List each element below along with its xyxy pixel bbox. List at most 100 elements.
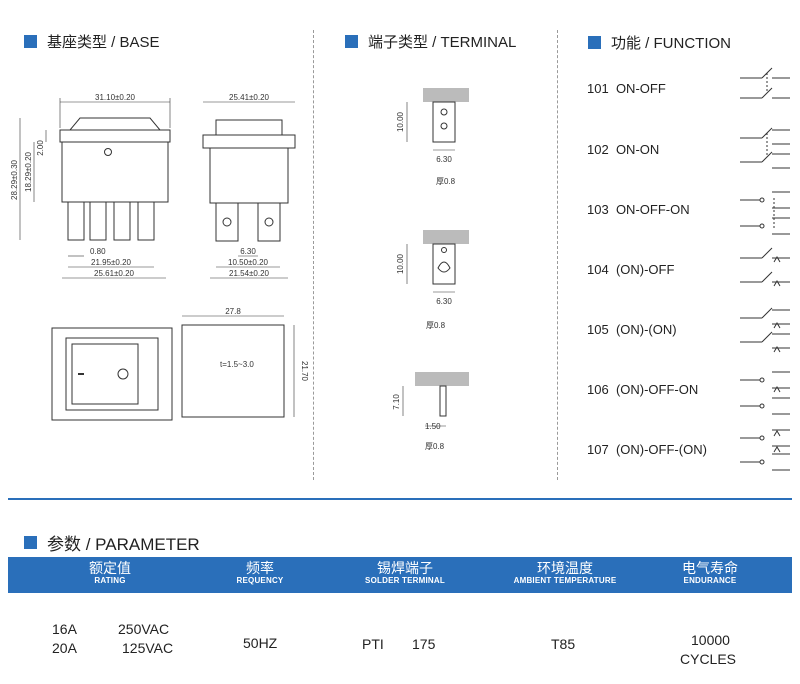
rating-current: 16A xyxy=(52,621,77,637)
front-rocker-cap xyxy=(69,117,161,131)
base-section-title: 基座类型 / BASE xyxy=(47,34,160,51)
function-code: 104 xyxy=(587,262,609,277)
function-code: 102 xyxy=(587,142,609,157)
endurance-unit: CYCLES xyxy=(680,651,737,667)
side-terminal-hole xyxy=(222,217,232,227)
header-solder-terminal: 锡焊端子 SOLDER TERMINAL xyxy=(340,561,470,585)
function-code: 107 xyxy=(587,442,609,457)
circuit-105-icon xyxy=(740,307,790,353)
header-zh: 电气寿命 xyxy=(682,560,738,576)
header-en: SOLDER TERMINAL xyxy=(365,576,445,585)
terminal-1-width: 6.30 xyxy=(436,155,452,164)
header-endurance: 电气寿命 ENDURANCE xyxy=(650,561,770,585)
base-drawing: 31.10±0.20 25.41±0.20 28.29±0.30 18.29±0… xyxy=(10,93,309,421)
circuit-symbols xyxy=(740,67,790,471)
switch-indicator xyxy=(117,368,129,380)
function-item: 106 (ON)-OFF-ON xyxy=(587,382,698,397)
header-ambient: 环境温度 AMBIENT TEMPERATURE xyxy=(495,561,635,585)
function-name: (ON)-OFF xyxy=(615,262,675,277)
front-rocker-top xyxy=(59,129,171,143)
terminal-3-height: 7.10 xyxy=(392,394,401,410)
side-rocker xyxy=(215,119,283,135)
circuit-104-icon xyxy=(740,247,790,287)
side-body xyxy=(209,147,289,204)
circuit-101-icon xyxy=(740,67,790,99)
front-terminal xyxy=(137,201,155,241)
dim-overall-height: 28.29±0.30 xyxy=(10,159,19,200)
function-section-title: 功能 / FUNCTION xyxy=(611,35,731,52)
terminal-2-width: 6.30 xyxy=(436,297,452,306)
function-code: 103 xyxy=(587,202,609,217)
terminal-2-height: 10.00 xyxy=(396,253,405,274)
rating-voltage: 125VAC xyxy=(122,640,174,656)
panel-cutout xyxy=(181,324,285,418)
terminal-1-thickness: 厚0.8 xyxy=(436,177,456,186)
function-name: (ON)-(ON) xyxy=(615,322,677,337)
dim-front-width: 31.10±0.20 xyxy=(95,93,136,102)
function-name: (ON)-OFF-ON xyxy=(615,382,699,397)
dim-front-w3: 25.61±0.20 xyxy=(94,269,135,278)
endurance-value: 10000 xyxy=(691,632,730,648)
function-item: 105 (ON)-(ON) xyxy=(587,322,677,337)
terminal-hole xyxy=(441,247,447,253)
header-en: REQUENCY xyxy=(236,576,284,585)
base-section-header: 基座类型 / BASE xyxy=(24,31,160,52)
section-marker xyxy=(24,536,37,549)
terminal-slot xyxy=(437,261,451,273)
function-item: 103 ON-OFF-ON xyxy=(587,202,690,217)
function-item: 107 (ON)-OFF-(ON) xyxy=(587,442,707,457)
parameter-section-header: 参数 / PARAMETER xyxy=(24,530,200,555)
section-marker xyxy=(588,36,601,49)
function-section-header: 功能 / FUNCTION xyxy=(588,32,731,53)
header-zh: 频率 xyxy=(246,560,274,576)
terminal-1: 10.00 6.30 厚0.8 xyxy=(396,88,469,186)
terminal-3-thickness: 厚0.8 xyxy=(425,442,445,451)
parameter-section-title: 参数 / PARAMETER xyxy=(47,535,200,554)
solder-terminal-value: 175 xyxy=(412,636,436,652)
switch-face-outer xyxy=(51,327,173,421)
terminal-1-height: 10.00 xyxy=(396,111,405,132)
switch-rocker-face xyxy=(71,343,139,405)
circuit-102-icon xyxy=(740,127,790,169)
parameter-table-header xyxy=(8,557,792,593)
circuit-103-icon xyxy=(740,191,790,235)
dim-gap: 0.80 xyxy=(90,247,106,256)
terminal-drawing: 10.00 6.30 厚0.8 10.00 6.30 厚0.8 7.10 1.5… xyxy=(392,88,469,451)
terminal-blade xyxy=(432,243,456,285)
dim-cutout-height: 21.70 xyxy=(300,361,309,382)
dim-flange: 2.00 xyxy=(36,140,45,156)
dim-term-width: 6.30 xyxy=(240,247,256,256)
terminal-pin xyxy=(439,385,447,417)
section-divider xyxy=(557,30,558,480)
terminal-base xyxy=(423,88,469,102)
dim-side-width: 25.41±0.20 xyxy=(229,93,270,102)
header-en: RATING xyxy=(94,576,126,585)
dim-front-w2: 21.95±0.20 xyxy=(91,258,132,267)
horizontal-rule xyxy=(8,498,792,500)
function-code: 101 xyxy=(587,81,609,96)
terminal-2-thickness: 厚0.8 xyxy=(426,321,446,330)
terminal-hole xyxy=(440,108,448,116)
frequency-value: 50HZ xyxy=(243,635,278,651)
rating-voltage: 250VAC xyxy=(118,621,170,637)
side-terminal xyxy=(215,202,239,242)
terminal-hole xyxy=(440,122,448,130)
header-zh: 额定值 xyxy=(89,560,131,576)
function-name: ON-OFF-ON xyxy=(615,202,690,217)
function-name: (ON)-OFF-(ON) xyxy=(615,442,707,457)
section-marker xyxy=(24,35,37,48)
function-code: 106 xyxy=(587,382,609,397)
dim-cutout-width: 27.8 xyxy=(225,307,241,316)
front-body xyxy=(61,141,169,203)
dim-body-height: 18.29±0.20 xyxy=(24,151,33,192)
function-item: 101 ON-OFF xyxy=(587,81,666,96)
section-divider xyxy=(313,30,314,480)
header-en: ENDURANCE xyxy=(683,576,737,585)
side-terminal xyxy=(257,202,281,242)
function-item: 102 ON-ON xyxy=(587,142,659,157)
function-name: ON-ON xyxy=(615,142,660,157)
terminal-base xyxy=(415,372,469,386)
terminal-2: 10.00 6.30 厚0.8 xyxy=(396,230,469,330)
side-terminal-hole xyxy=(264,217,274,227)
header-zh: 环境温度 xyxy=(537,560,593,576)
